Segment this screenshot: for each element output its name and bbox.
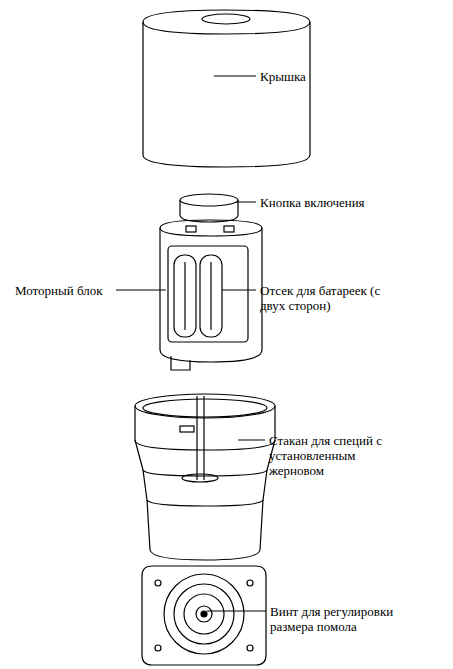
- part-label: Стакан для специй с установленным жернов…: [269, 433, 397, 478]
- lid: [143, 10, 310, 167]
- leader-lines: [116, 76, 266, 611]
- part-label: Кнопка включения: [260, 195, 365, 210]
- power-button: [180, 194, 238, 222]
- bottom-view: [142, 566, 266, 665]
- motor-block: [160, 220, 262, 370]
- part-label: Крышка: [260, 69, 306, 84]
- part-label: Винт для регулировки размера помола: [270, 604, 420, 634]
- part-label: Моторный блок: [15, 283, 103, 298]
- part-label: Отсек для батареек (с двух сторон): [260, 283, 400, 313]
- spice-cup: [135, 394, 275, 560]
